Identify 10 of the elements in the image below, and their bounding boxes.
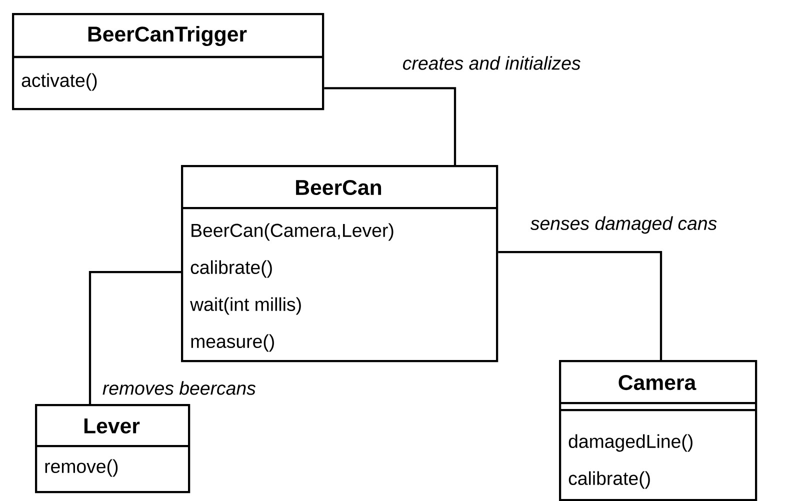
- connector: [498, 250, 662, 360]
- class-box: BeerCan BeerCan(Camera,Lever) calibrate() wait(int millis) measure(): [181, 165, 498, 362]
- class-box: Lever remove(): [35, 404, 190, 494]
- edge-label: creates and initializes: [403, 56, 580, 70]
- connector: [88, 270, 181, 404]
- edge-label: senses damaged cans: [530, 216, 717, 234]
- connector: [324, 87, 456, 165]
- edge-label: removes beercans: [102, 381, 256, 395]
- class-box: Camera damagedLine() calibrate(): [559, 360, 758, 501]
- class-box: BeerCanTrigger activate(): [12, 13, 324, 110]
